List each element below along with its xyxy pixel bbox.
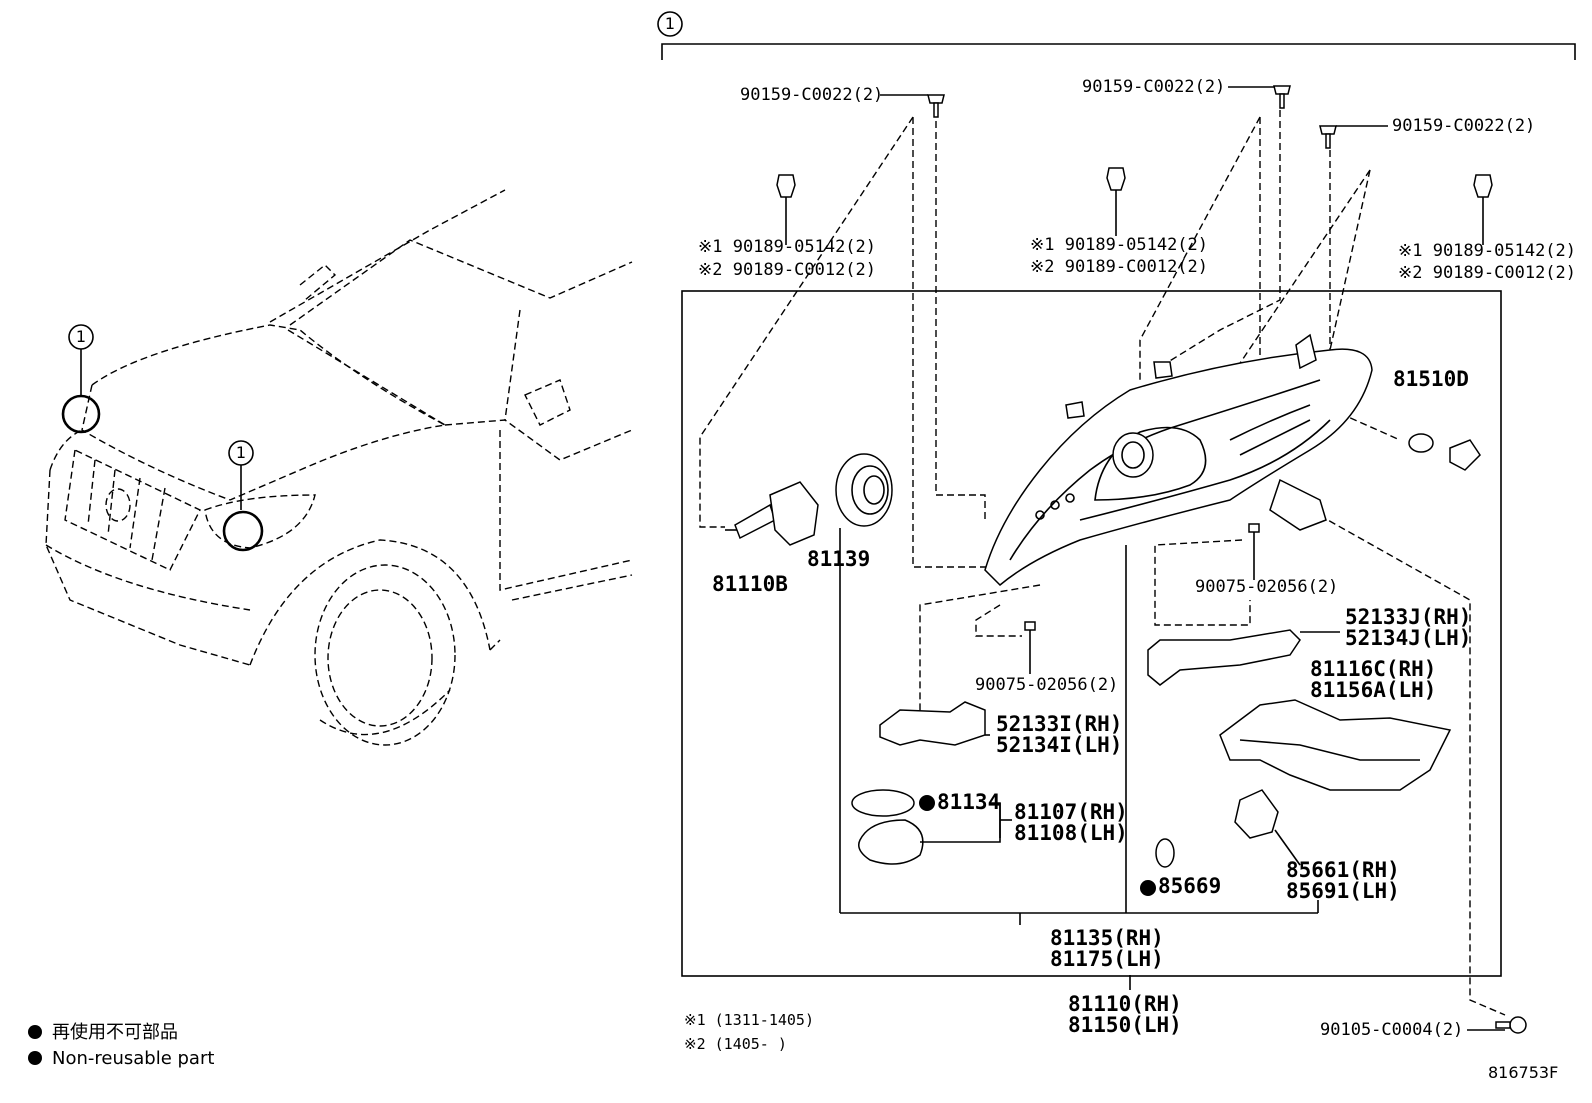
label-bracket-upper-lh: 52134J(LH) <box>1345 626 1471 650</box>
actuator-drawing <box>1234 789 1301 866</box>
cap-drawing <box>835 453 893 548</box>
label-cap: 81139 <box>807 547 870 571</box>
label-unit-lh: 81175(LH) <box>1050 947 1164 971</box>
legend-en: Non-reusable part <box>52 1048 214 1069</box>
non-reusable-dot <box>28 1051 42 1065</box>
legend-jp: 再使用不可部品 <box>52 1022 178 1043</box>
clip-icon <box>1473 174 1493 245</box>
oring-drawing <box>1140 838 1175 896</box>
label-clip-mid-2: ※2 90189-C0012(2) <box>1030 257 1208 277</box>
assembly-callout: 1 <box>657 11 1576 60</box>
label-bolt-top-left: 90159-C0022(2) <box>740 85 883 105</box>
label-bracket-lower-lh: 52134I(LH) <box>996 733 1122 757</box>
grouping-lines <box>839 545 1505 1031</box>
callout-badge <box>657 11 683 37</box>
label-housing-lh: 81156A(LH) <box>1310 678 1436 702</box>
label-bracket-upper-rh: 52133J(RH) <box>1345 605 1471 629</box>
callout-number: 1 <box>76 327 86 346</box>
callout-number: 1 <box>665 14 675 33</box>
bolt-icon <box>927 94 945 118</box>
label-bulb: 81110B <box>712 572 788 596</box>
label-actuator-rh: 85661(RH) <box>1286 858 1400 882</box>
label-bolt-top-mid: 90159-C0022(2) <box>1082 77 1225 97</box>
callout-ring <box>61 394 101 434</box>
non-reusable-dot <box>28 1025 42 1039</box>
vehicle-drawing <box>45 189 633 746</box>
legend: 再使用不可部品 Non-reusable part <box>28 1022 214 1069</box>
vehicle-callout-upper[interactable]: 1 <box>61 324 101 434</box>
bolt-icon <box>1495 1016 1527 1034</box>
label-clip-left-2: ※2 90189-C0012(2) <box>698 260 876 280</box>
label-side-bulb: 81510D <box>1393 367 1469 391</box>
clip-icon <box>1106 167 1126 236</box>
catalog-number: 816753F <box>1488 1063 1558 1082</box>
label-screw-right: 90075-02056(2) <box>1195 577 1338 597</box>
assembly-frame <box>681 290 1502 977</box>
housing-bracket-drawing <box>1219 699 1452 791</box>
label-assy-rh: 81110(RH) <box>1068 992 1182 1016</box>
screw-icon <box>1248 523 1260 580</box>
non-reusable-dot <box>1140 880 1156 896</box>
bolt-icon <box>1319 125 1337 149</box>
clip-icon <box>776 174 796 245</box>
callout-number: 1 <box>236 443 246 462</box>
label-oring: 85669 <box>1158 874 1221 898</box>
note-2: ※2 (1405- ) <box>684 1035 787 1053</box>
headlamp-housing-drawing <box>984 333 1373 587</box>
label-actuator-lh: 85691(LH) <box>1286 879 1400 903</box>
label-assy-lh: 81150(LH) <box>1068 1013 1182 1037</box>
vehicle-callout-lower[interactable]: 1 <box>222 440 264 552</box>
label-bolt-top-right: 90159-C0022(2) <box>1392 116 1535 136</box>
label-housing-rh: 81116C(RH) <box>1310 657 1436 681</box>
side-bulb-drawing <box>1408 433 1481 471</box>
label-unit-rh: 81135(RH) <box>1050 926 1164 950</box>
label-screw-left: 90075-02056(2) <box>975 675 1118 695</box>
label-clip-right-1: ※1 90189-05142(2) <box>1398 241 1576 261</box>
bracket-upper-drawing <box>1147 629 1340 686</box>
label-clip-right-2: ※2 90189-C0012(2) <box>1398 263 1576 283</box>
label-clip-left-1: ※1 90189-05142(2) <box>698 237 876 257</box>
part-labels: 90159-C0022(2) 90159-C0022(2) 90159-C002… <box>684 77 1576 1053</box>
bolt-icon <box>1273 85 1291 109</box>
label-bolt-bottom: 90105-C0004(2) <box>1320 1020 1463 1040</box>
label-clip-mid-1: ※1 90189-05142(2) <box>1030 235 1208 255</box>
screw-icon <box>1024 621 1036 674</box>
label-ballast-lh: 81108(LH) <box>1014 821 1128 845</box>
ballast-drawing <box>851 789 935 865</box>
non-reusable-dot <box>919 795 935 811</box>
bulb-drawing <box>725 481 819 546</box>
label-ballast-ring: 81134 <box>937 790 1000 814</box>
label-ballast-rh: 81107(RH) <box>1014 800 1128 824</box>
note-1: ※1 (1311-1405) <box>684 1011 814 1029</box>
callout-ring <box>222 510 264 552</box>
label-bracket-lower-rh: 52133I(RH) <box>996 712 1122 736</box>
bracket-lower-drawing <box>879 701 990 746</box>
